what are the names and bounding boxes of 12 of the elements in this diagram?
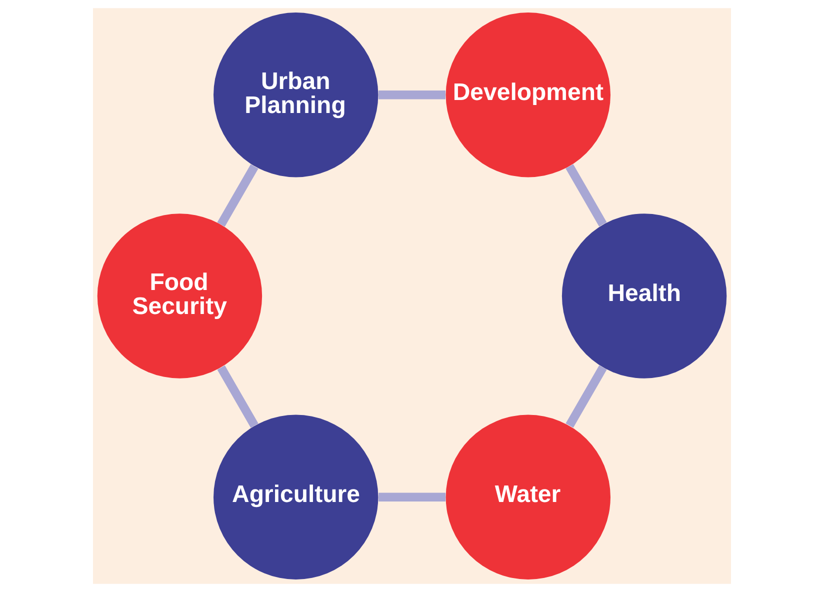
node-circle: Urban Planning [213, 12, 378, 178]
node-circle: Water [445, 414, 610, 580]
node-circle: Food Security [96, 214, 262, 378]
node-circle: Agriculture [213, 414, 378, 580]
node-circle: Health [561, 214, 726, 378]
connector [378, 90, 445, 100]
connector [565, 164, 606, 227]
connector [216, 164, 258, 227]
connector [378, 492, 446, 502]
connector [565, 365, 606, 428]
connector [216, 365, 258, 428]
node-circle: Development [445, 12, 610, 178]
